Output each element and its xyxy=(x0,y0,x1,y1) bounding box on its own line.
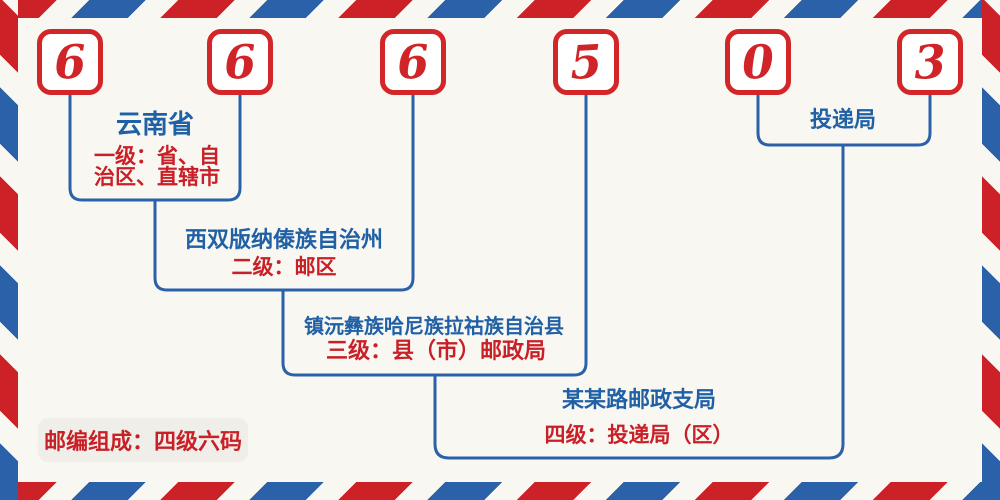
airmail-border-bottom xyxy=(0,482,1000,500)
digit-box-6: 3 xyxy=(897,29,963,95)
level2-description: 二级：邮区 xyxy=(231,255,337,279)
digit-3: 6 xyxy=(395,34,431,90)
composition-badge-text: 邮编组成：四级六码 xyxy=(43,430,242,455)
bracket-level4 xyxy=(433,145,845,460)
level4-description: 四级：投递局（区） xyxy=(544,423,734,447)
level3-region-name: 镇沅彝族哈尼族拉祜族自治县 xyxy=(304,314,564,338)
level1-description: 一级：省、自 治区、直辖市 xyxy=(94,144,220,190)
delivery-bureau-label: 投递局 xyxy=(809,108,877,133)
airmail-border-left xyxy=(0,0,18,500)
digit-box-5: 0 xyxy=(725,29,791,95)
level4-region-name: 某某路邮政支局 xyxy=(561,388,717,413)
digit-box-4: 5 xyxy=(553,29,619,95)
digit-box-1: 6 xyxy=(37,29,103,95)
digit-5: 0 xyxy=(740,34,776,90)
airmail-border-top xyxy=(0,0,1000,18)
level2-region-name: 西双版纳傣族自治州 xyxy=(184,228,384,253)
digit-6: 3 xyxy=(912,34,948,90)
level3-description: 三级：县（市）邮政局 xyxy=(325,339,547,364)
digit-1: 6 xyxy=(52,34,88,90)
digit-2: 6 xyxy=(222,34,258,90)
digit-box-3: 6 xyxy=(380,29,446,95)
digit-box-2: 6 xyxy=(207,29,273,95)
level1-region-name: 云南省 xyxy=(115,110,195,140)
airmail-border-right xyxy=(982,0,1000,500)
composition-badge: 邮编组成：四级六码 xyxy=(38,418,248,462)
digit-4: 5 xyxy=(568,34,604,90)
